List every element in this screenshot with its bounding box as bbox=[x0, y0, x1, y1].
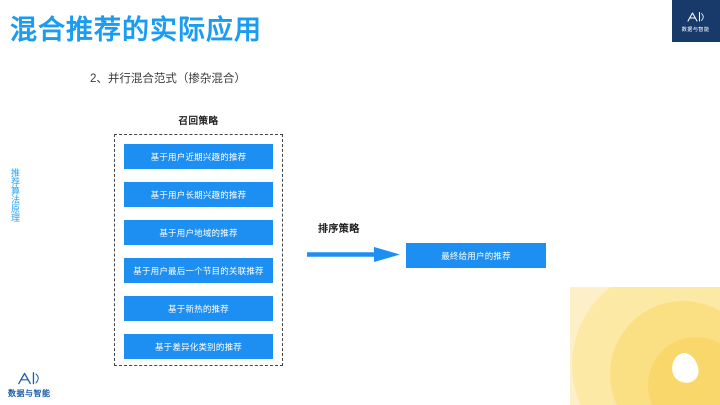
list-item: 基于用户最后一个节目的关联推荐 bbox=[124, 258, 273, 283]
decor-ring-second bbox=[610, 301, 720, 405]
decor-ring-third bbox=[572, 287, 720, 405]
list-item: 基于差异化类别的推荐 bbox=[124, 334, 273, 359]
recall-group-heading: 召回策略 bbox=[178, 116, 219, 127]
brand-badge: 数据与智能 bbox=[672, 0, 720, 42]
list-item: 基于新热的推荐 bbox=[124, 296, 273, 321]
corner-decoration bbox=[570, 287, 720, 405]
rank-strategy-label: 排序策略 bbox=[318, 224, 360, 235]
decor-ring-inner bbox=[648, 337, 720, 405]
decor-ring-outer bbox=[570, 287, 720, 405]
chapter-side-label: 推荐算法原理 bbox=[10, 168, 20, 222]
recall-strategy-list: 基于用户近期兴趣的推荐 基于用户长期兴趣的推荐 基于用户地域的推荐 基于用户最后… bbox=[124, 144, 273, 359]
list-item: 基于用户近期兴趣的推荐 bbox=[124, 144, 273, 169]
page-title: 混合推荐的实际应用 bbox=[10, 15, 262, 45]
brand-badge-text: 数据与智能 bbox=[682, 26, 710, 33]
decor-blob-shape bbox=[669, 350, 701, 386]
list-item: 基于用户地域的推荐 bbox=[124, 220, 273, 245]
footer-brand-text: 数据与智能 bbox=[8, 389, 51, 398]
list-item: 基于用户长期兴趣的推荐 bbox=[124, 182, 273, 207]
ai-logo-icon bbox=[687, 11, 704, 22]
final-output-box: 最终给用户的推荐 bbox=[406, 243, 546, 268]
recall-group-border bbox=[114, 134, 283, 366]
ai-logo-icon bbox=[18, 372, 39, 385]
flow-arrow-icon bbox=[307, 247, 400, 262]
footer-logo: 数据与智能 bbox=[8, 370, 51, 399]
section-subtitle: 2、并行混合范式（掺杂混合） bbox=[90, 73, 246, 85]
